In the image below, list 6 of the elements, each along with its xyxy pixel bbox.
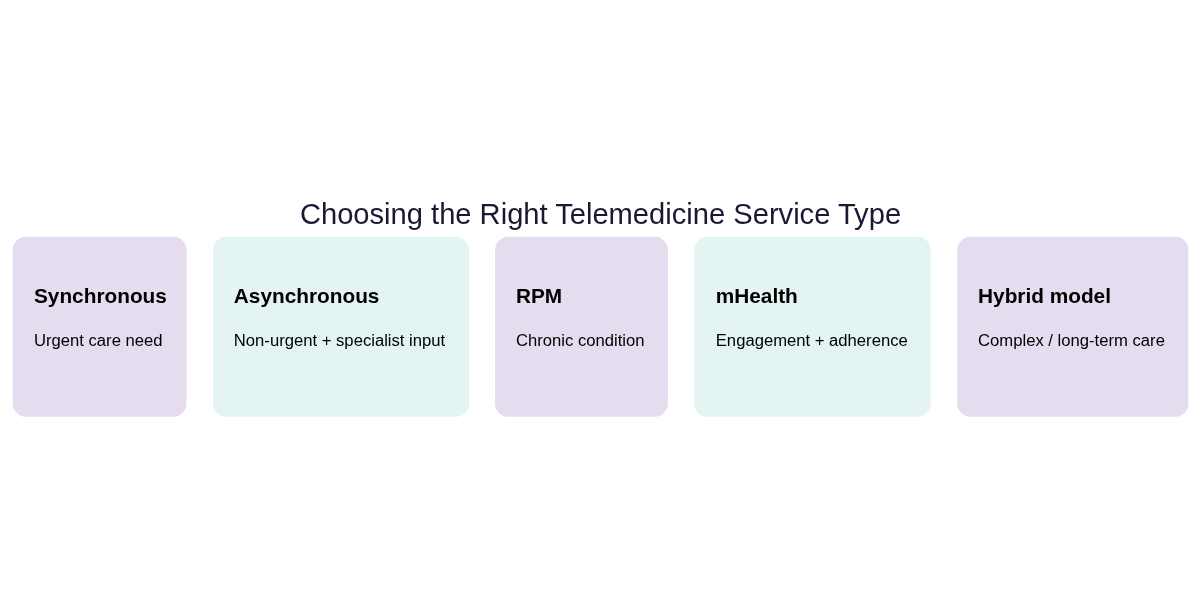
node-box: RPM Chronic condition	[495, 236, 668, 417]
node-box: Hybrid model Complex / long-term care	[957, 236, 1189, 417]
node-box: Synchronous Urgent care need	[12, 236, 187, 417]
diagram-title: Choosing the Right Telemedicine Service Type	[299, 197, 902, 230]
node-box: Asynchronous Non-urgent + specialist input	[213, 236, 470, 417]
node-box: mHealth Engagement + adherence	[694, 236, 931, 417]
